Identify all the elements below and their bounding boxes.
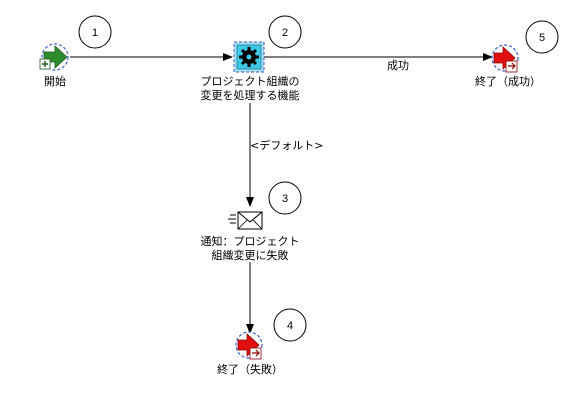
step-circle-4: 4 (273, 308, 307, 342)
step-circle-2: 2 (268, 15, 302, 49)
process-node-label-line1: プロジェクト組織の (200, 75, 300, 88)
svg-text:3: 3 (282, 193, 288, 205)
gear-function-icon[interactable] (233, 41, 265, 73)
svg-text:2: 2 (282, 27, 288, 39)
end-fail-node-label: 終了（失敗） (217, 363, 283, 376)
step-circle-3: 3 (268, 181, 302, 215)
step-circle-5: 5 (525, 20, 559, 54)
notify-node-label-line2: 組織変更に失敗 (211, 249, 289, 262)
notify-node-label-line1: 通知：プロジェクト (200, 235, 300, 248)
step-circle-1: 1 (78, 15, 112, 49)
end-stop-icon-success[interactable] (491, 44, 519, 73)
svg-text:4: 4 (287, 320, 293, 332)
svg-text:1: 1 (92, 27, 98, 39)
edge-success-label: 成功 (387, 59, 409, 72)
end-success-node-label: 終了（成功） (475, 75, 541, 88)
end-stop-icon-fail[interactable] (235, 331, 263, 360)
process-node-label-line2: 変更を処理する機能 (200, 89, 300, 102)
start-arrow-icon[interactable] (39, 43, 69, 71)
start-node-label: 開始 (44, 75, 66, 88)
envelope-notification-icon[interactable] (228, 211, 263, 230)
edge-default-label: <デフォルト> (250, 139, 324, 152)
svg-text:5: 5 (539, 32, 545, 44)
